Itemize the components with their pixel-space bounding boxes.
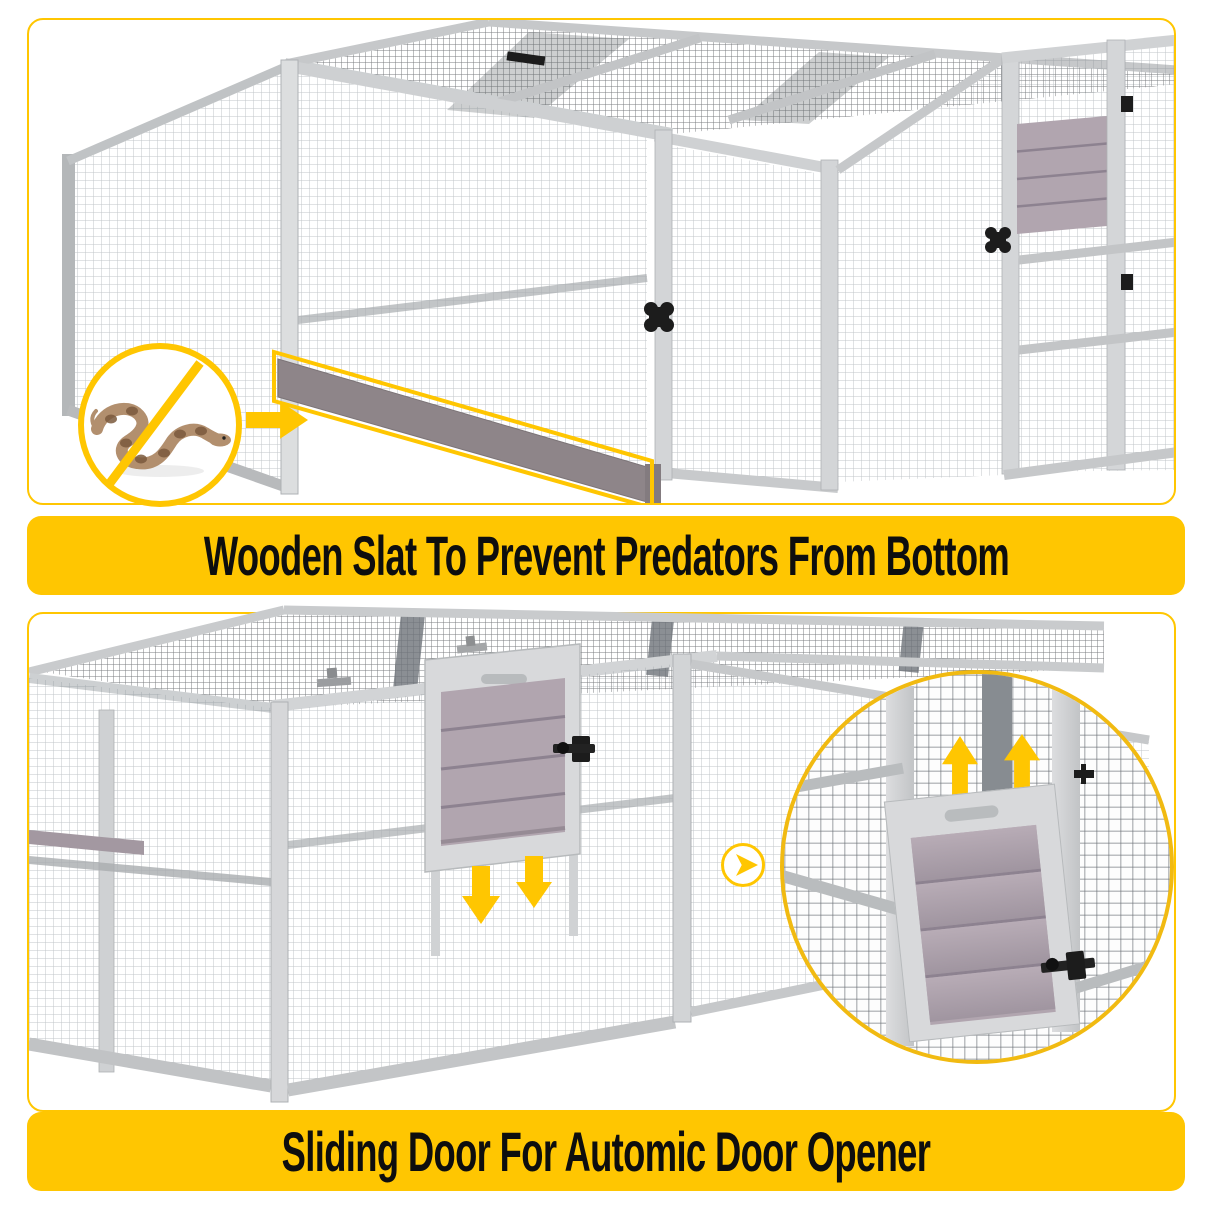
- door-handle-slot: [481, 674, 527, 684]
- sliding-door-closeup: [883, 783, 1096, 1043]
- play-arrow-icon: [736, 854, 758, 876]
- door-panel: [910, 824, 1056, 1026]
- arrow-down-icon: [462, 856, 552, 924]
- no-predators-badge: [78, 343, 242, 507]
- snake-no-symbol: [90, 360, 231, 486]
- door-latch-icon: [553, 736, 595, 762]
- snake-icon: [90, 402, 231, 470]
- connector-section: [835, 54, 1007, 482]
- door-hinge-icon: [985, 227, 1011, 253]
- feature-photo-bottom: [27, 605, 1176, 1112]
- caption-banner-top: Wooden Slat To Prevent Predators From Bo…: [27, 516, 1185, 595]
- feature-photo-top: [27, 18, 1176, 505]
- hinge-icon: [1121, 96, 1133, 112]
- corner-post: [270, 701, 289, 1103]
- caption-banner-bottom: Sliding Door For Automic Door Opener: [27, 1112, 1185, 1191]
- door-handle-slot: [944, 804, 1000, 823]
- hinge-icon: [1121, 274, 1133, 290]
- latch-icon: [1074, 764, 1094, 784]
- no-symbol-slash: [106, 360, 204, 486]
- left-side-face: [29, 678, 273, 1093]
- zoom-detail-circle: [780, 670, 1174, 1064]
- door-top-latch-icon: [456, 635, 488, 654]
- play-arrow-badge: [721, 843, 765, 887]
- slat-highlight-box: [272, 349, 654, 503]
- caption-text-bottom: Sliding Door For Automic Door Opener: [281, 1120, 931, 1183]
- corner-post-right: [672, 653, 692, 1023]
- right-module: [985, 34, 1174, 480]
- front-face: [280, 59, 661, 495]
- door-latch-icon: [1065, 950, 1087, 981]
- perch: [29, 830, 144, 855]
- door-hinge-icon: [644, 302, 674, 332]
- roof-latch-icon: [506, 51, 546, 66]
- roof-latch-icon: [316, 667, 352, 688]
- wire-door: [644, 129, 840, 493]
- sliding-door: [424, 635, 595, 956]
- caption-text-top: Wooden Slat To Prevent Predators From Bo…: [203, 524, 1009, 587]
- chicken-run-photo-top: [62, 20, 1174, 503]
